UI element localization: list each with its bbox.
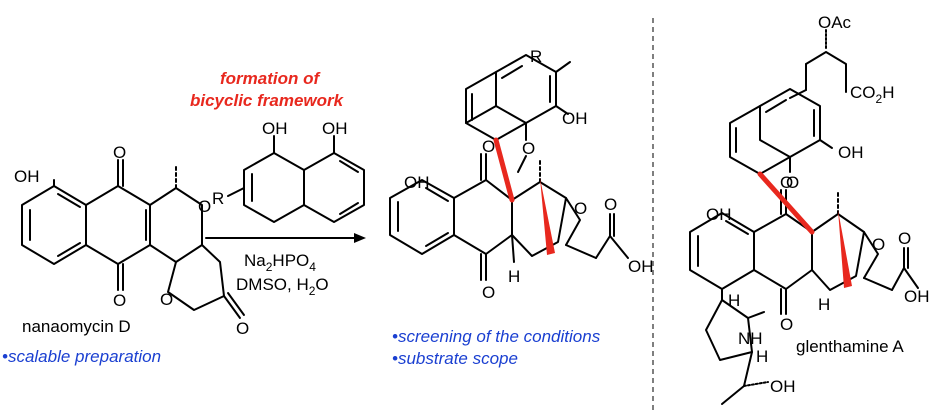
nanaomycin-lactone-o-label: O [160,290,173,309]
glenthamine-a-structure: OAc CO2H OH O OH O O O H O OH NH H H OH [689,13,930,405]
product-h: H [508,267,520,286]
product-oh-left: OH [404,173,430,192]
product-structure: R OH O OH O O O H O OH [389,47,654,302]
nanaomycin-ketone-bottom-label: O [113,291,126,310]
nanaomycin-name: nanaomycin D [22,317,131,336]
highlight-line-1: formation of [220,69,321,88]
glenthamine-oac: OAc [818,13,852,32]
scalable-preparation-note: •scalable preparation [2,347,161,366]
naphthalenediol-reagent: OH OH R [212,119,365,223]
glenthamine-acid-o: O [898,229,911,248]
glenthamine-h-top: H [728,291,740,310]
nanaomycin-carbonyl-o-label: O [236,319,249,338]
substrate-scope-note: •substrate scope [392,349,518,368]
glenthamine-h-ring: H [818,295,830,314]
glenthamine-ketone-bottom: O [780,315,793,334]
glenthamine-nh: NH [738,329,763,348]
glenthamine-ketone-top: O [780,173,793,192]
nanaomycin-oh-label: OH [14,167,40,186]
glenthamine-ether-o: O [786,173,799,192]
reaction-arrow-head [354,233,366,243]
reagent-oh-1: OH [262,119,288,138]
reagent-r-group: R [212,189,224,208]
glenthamine-oh-aryl: OH [838,143,864,162]
condition-line-2: DMSO, H2O [236,275,329,298]
highlight-line-2: bicyclic framework [190,91,345,110]
product-ring-o: O [574,199,587,218]
product-ketone-bottom: O [482,283,495,302]
glenthamine-oh-side: OH [770,377,796,396]
glenthamine-h-bottom: H [756,347,768,366]
glenthamine-oh-left: OH [706,205,732,224]
condition-line-1: Na2HPO4 [244,251,316,274]
product-acid-o: O [604,195,617,214]
nanaomycin-d-structure: OH O O O O O [14,143,249,338]
product-ether-o: O [522,139,535,158]
nanaomycin-ketone-top-label: O [113,143,126,162]
product-oh-top: OH [562,109,588,128]
product-acid-oh: OH [628,257,654,276]
product-r-group: R [530,47,542,66]
nanaomycin-ring-o-label: O [198,197,211,216]
product-ketone-top: O [482,137,495,156]
glenthamine-name: glenthamine A [796,337,904,356]
glenthamine-acid-oh: OH [904,287,930,306]
reagent-oh-2: OH [322,119,348,138]
screening-note: •screening of the conditions [392,327,601,346]
glenthamine-co2h: CO2H [850,83,894,106]
glenthamine-ring-o: O [872,235,885,254]
